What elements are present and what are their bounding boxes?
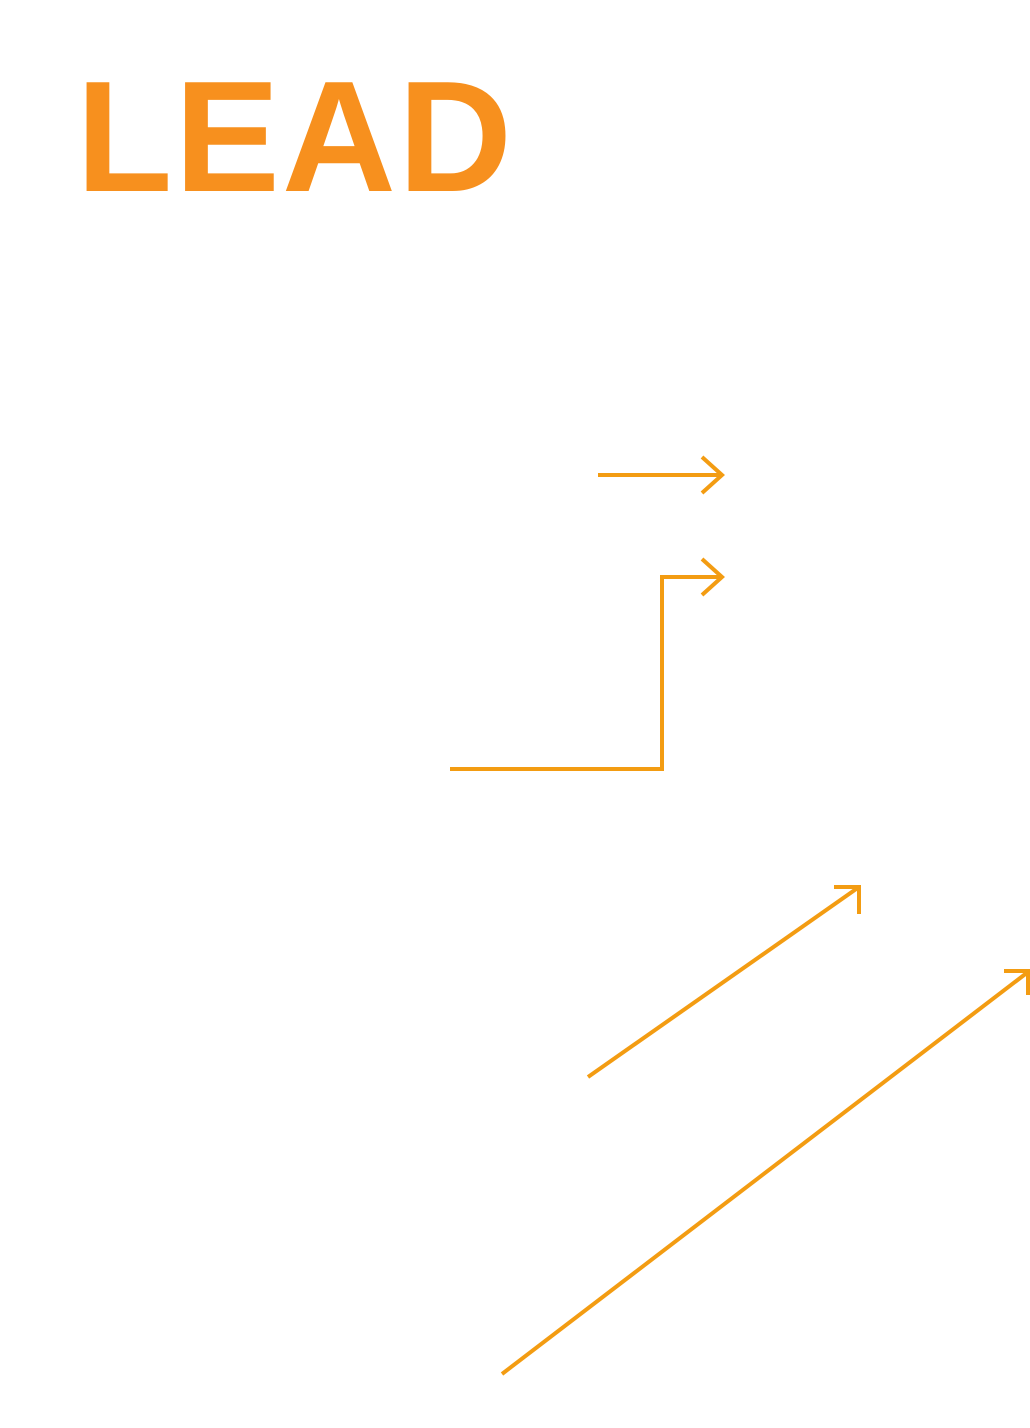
arrow-straight-right (598, 455, 725, 495)
elbow-arrow-shaft (450, 575, 722, 771)
page-title: LEAD (76, 49, 515, 225)
diagonal-long-shaft (500, 970, 1030, 1376)
diagonal-short-shaft (586, 885, 861, 1079)
arrow-up-right-icon (834, 885, 861, 914)
arrow-right-icon (700, 455, 725, 495)
elbow-arrow-icon (700, 557, 725, 597)
arrow-diagonal-long (500, 969, 1030, 1376)
arrow-elbow-up-right (450, 557, 725, 771)
arrow-up-right-icon (1004, 969, 1030, 995)
arrow-diagonal-short (586, 885, 861, 1079)
